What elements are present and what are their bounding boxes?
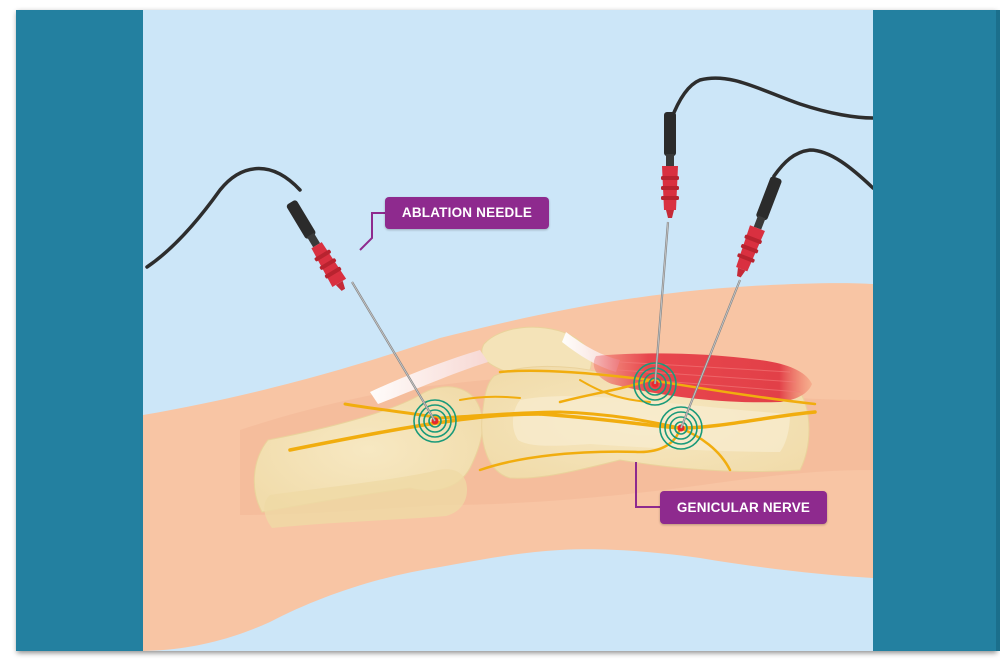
frame-edge: [996, 10, 1000, 651]
femur-lower: [264, 469, 468, 528]
needle-callout-leader: [359, 212, 385, 251]
muscle: [593, 353, 812, 403]
ablation-needle-label: ABLATION NEEDLE: [385, 197, 549, 229]
ablation-needle: [653, 112, 679, 385]
ablation-needle: [286, 200, 436, 422]
ablation-needle: [679, 176, 782, 429]
nerve-callout-leader: [635, 462, 660, 508]
electrode-cable: [145, 76, 873, 269]
genicular-nerve: [288, 369, 817, 472]
genicular-nerve-label: GENICULAR NERVE: [660, 491, 827, 524]
knee-illustration: [143, 10, 873, 651]
quadriceps-tendon: [370, 350, 488, 404]
